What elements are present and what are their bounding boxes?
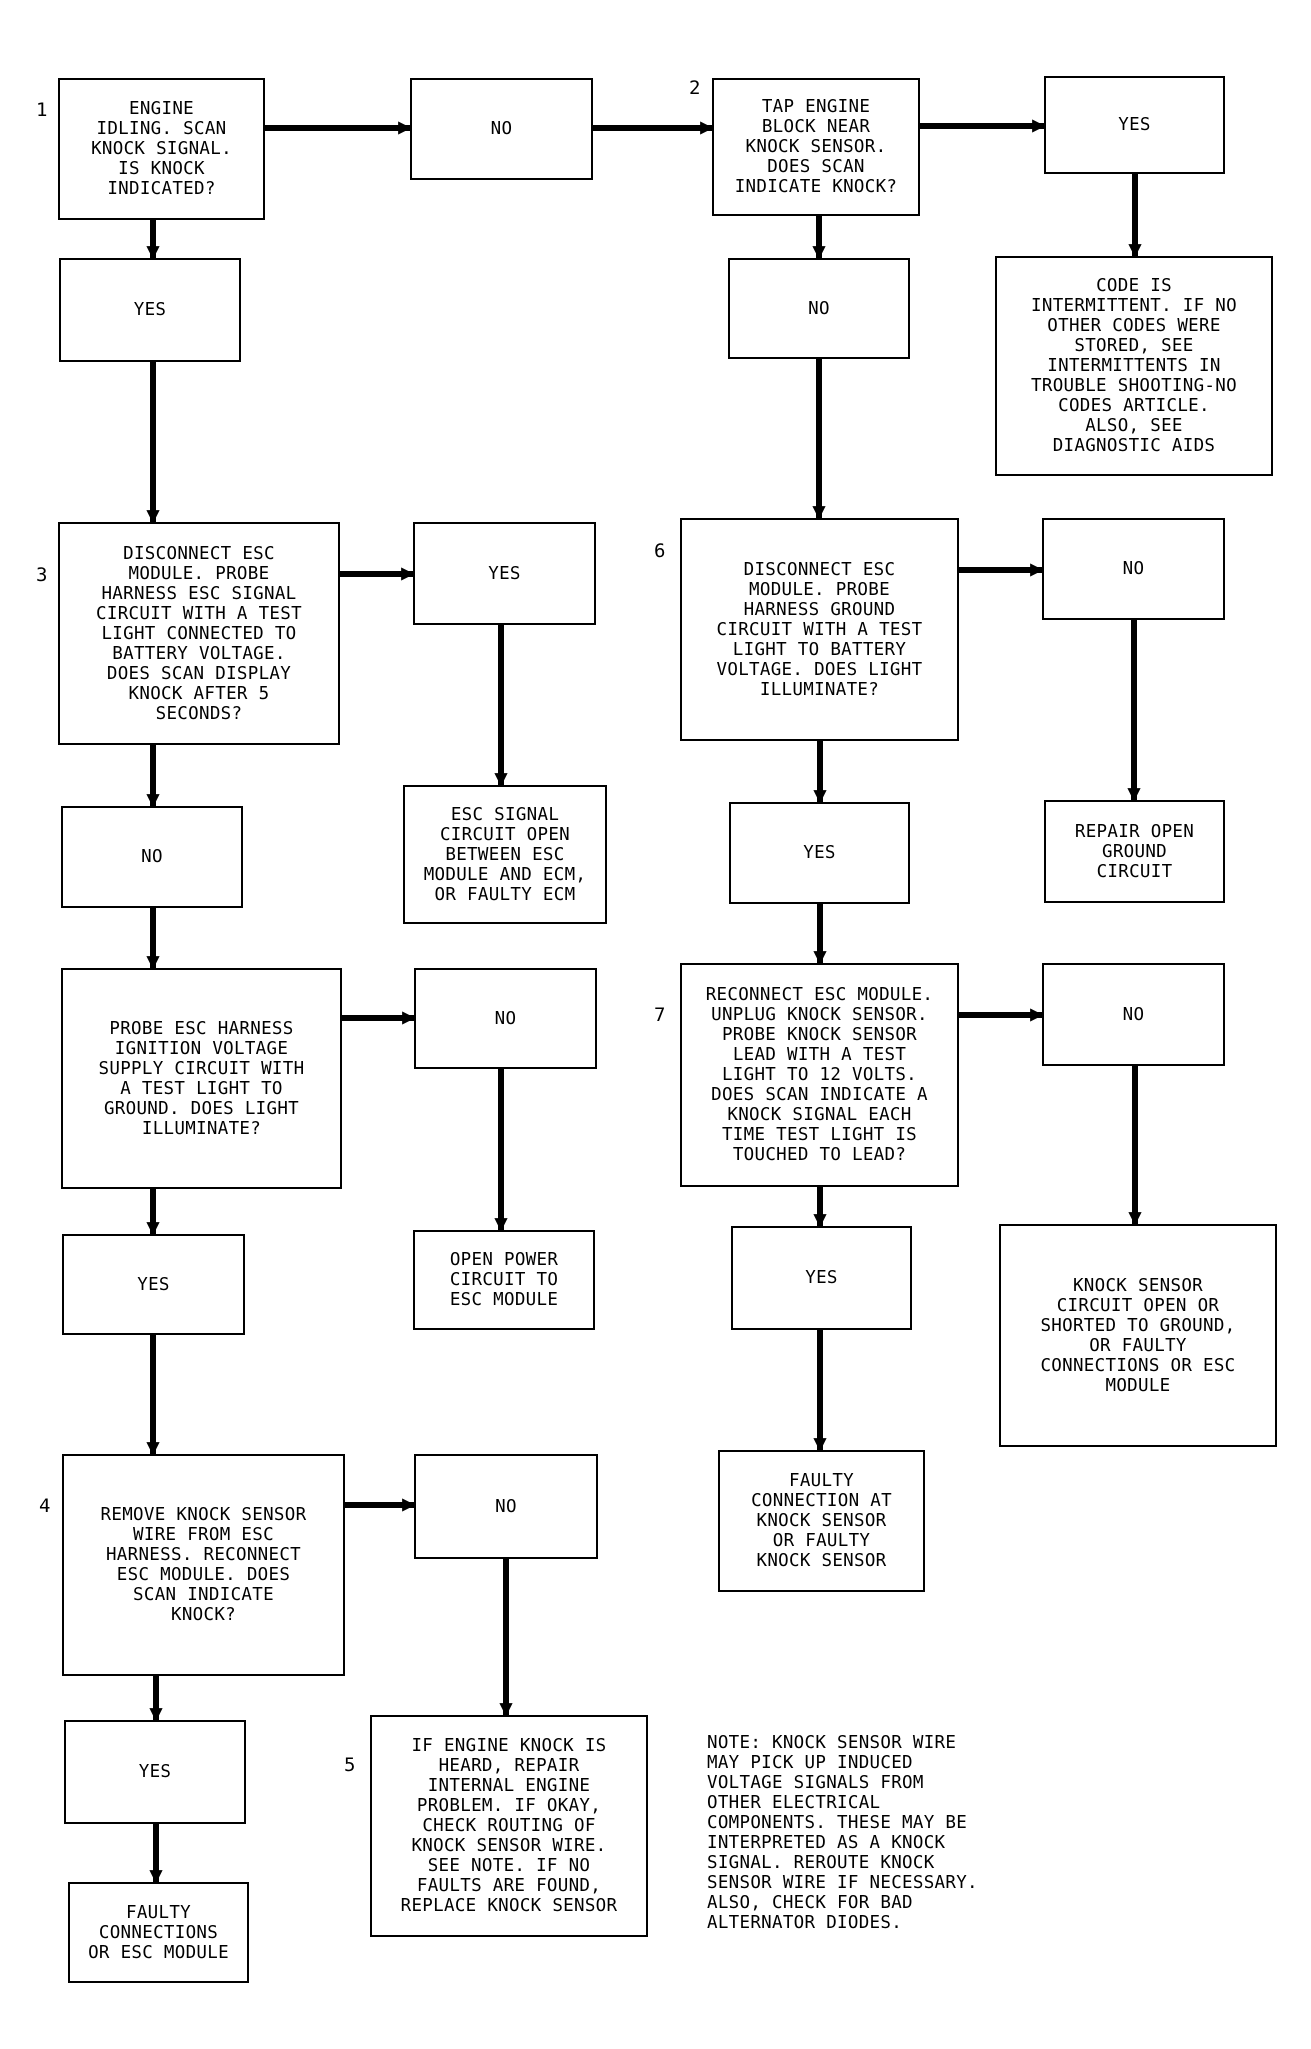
answer-box-s2-yes: YES (1044, 76, 1225, 174)
answer-box-s3-no: NO (61, 806, 243, 908)
answer-box-s7-no: NO (1042, 963, 1225, 1066)
result-box-faulty-sensor: FAULTY CONNECTION AT KNOCK SENSOR OR FAU… (718, 1450, 925, 1592)
answer-box-s3b-yes: YES (62, 1234, 245, 1335)
step-box-5: IF ENGINE KNOCK IS HEARD, REPAIR INTERNA… (370, 1715, 648, 1937)
answer-text-s3b-yes: YES (137, 1274, 170, 1295)
result-box-esc-signal: ESC SIGNAL CIRCUIT OPEN BETWEEN ESC MODU… (403, 785, 607, 924)
step-number-5: 5 (344, 1754, 356, 1776)
step-number-7: 7 (654, 1004, 666, 1026)
step-number-6: 6 (654, 540, 666, 562)
step-number-2: 2 (689, 77, 701, 99)
result-text-open-power: OPEN POWER CIRCUIT TO ESC MODULE (449, 1250, 559, 1310)
step-box-3b: PROBE ESC HARNESS IGNITION VOLTAGE SUPPL… (61, 968, 342, 1189)
step-text-1: ENGINE IDLING. SCAN KNOCK SIGNAL. IS KNO… (91, 99, 232, 199)
result-box-intermittent: CODE IS INTERMITTENT. IF NO OTHER CODES … (995, 256, 1273, 476)
step-box-7: RECONNECT ESC MODULE. UNPLUG KNOCK SENSO… (680, 963, 959, 1187)
answer-text-s4-yes: YES (138, 1762, 172, 1782)
answer-box-s7-yes: YES (731, 1226, 912, 1330)
answer-box-s3-yes: YES (413, 522, 596, 625)
step-text-2: TAP ENGINE BLOCK NEAR KNOCK SENSOR. DOES… (734, 97, 898, 197)
note-text: NOTE: KNOCK SENSOR WIRE MAY PICK UP INDU… (707, 1733, 978, 1933)
result-text-esc-signal: ESC SIGNAL CIRCUIT OPEN BETWEEN ESC MODU… (423, 804, 587, 905)
step-text-4: REMOVE KNOCK SENSOR WIRE FROM ESC HARNES… (100, 1505, 307, 1625)
answer-text-s3b-no: NO (494, 1008, 517, 1029)
step-text-7: RECONNECT ESC MODULE. UNPLUG KNOCK SENSO… (705, 985, 934, 1165)
answer-text-s4-no: NO (495, 1496, 517, 1517)
answer-box-s2-no: NO (728, 258, 910, 359)
result-text-open-ground: REPAIR OPEN GROUND CIRCUIT (1074, 821, 1195, 882)
answer-text-s6-no: NO (1122, 559, 1145, 579)
step-box-2: TAP ENGINE BLOCK NEAR KNOCK SENSOR. DOES… (712, 78, 920, 216)
answer-box-s1-yes: YES (59, 258, 241, 362)
step-box-4: REMOVE KNOCK SENSOR WIRE FROM ESC HARNES… (62, 1454, 345, 1676)
answer-text-s3-no: NO (141, 847, 163, 867)
step-box-3: DISCONNECT ESC MODULE. PROBE HARNESS ESC… (58, 522, 340, 745)
step-text-3b: PROBE ESC HARNESS IGNITION VOLTAGE SUPPL… (98, 1018, 305, 1139)
result-text-knock-circuit: KNOCK SENSOR CIRCUIT OPEN OR SHORTED TO … (1040, 1275, 1236, 1396)
result-text-faulty-esc: FAULTY CONNECTIONS OR ESC MODULE (88, 1902, 229, 1963)
step-box-1: ENGINE IDLING. SCAN KNOCK SIGNAL. IS KNO… (58, 78, 265, 220)
answer-box-s3b-no: NO (414, 968, 597, 1069)
step-text-6: DISCONNECT ESC MODULE. PROBE HARNESS GRO… (716, 559, 923, 700)
answer-text-s1-yes: YES (133, 300, 167, 320)
step-text-5: IF ENGINE KNOCK IS HEARD, REPAIR INTERNA… (400, 1736, 618, 1916)
step-box-6: DISCONNECT ESC MODULE. PROBE HARNESS GRO… (680, 518, 959, 741)
result-box-open-ground: REPAIR OPEN GROUND CIRCUIT (1044, 800, 1225, 903)
result-box-faulty-esc: FAULTY CONNECTIONS OR ESC MODULE (68, 1882, 249, 1983)
answer-text-s7-yes: YES (805, 1268, 838, 1288)
answer-box-s1-no: NO (410, 78, 593, 180)
answer-box-s4-yes: YES (64, 1720, 246, 1824)
step-number-4: 4 (39, 1495, 51, 1517)
answer-text-s2-yes: YES (1118, 115, 1151, 135)
answer-box-s6-yes: YES (729, 802, 910, 904)
result-text-intermittent: CODE IS INTERMITTENT. IF NO OTHER CODES … (1031, 276, 1237, 456)
step-number-3: 3 (36, 564, 48, 586)
step-text-3: DISCONNECT ESC MODULE. PROBE HARNESS ESC… (96, 543, 302, 724)
answer-text-s2-no: NO (808, 298, 830, 319)
result-box-knock-circuit: KNOCK SENSOR CIRCUIT OPEN OR SHORTED TO … (999, 1224, 1277, 1447)
answer-box-s4-no: NO (414, 1454, 598, 1559)
result-box-open-power: OPEN POWER CIRCUIT TO ESC MODULE (413, 1230, 595, 1330)
answer-text-s3-yes: YES (488, 563, 521, 584)
answer-box-s6-no: NO (1042, 518, 1225, 620)
answer-text-s6-yes: YES (803, 843, 836, 863)
answer-text-s7-no: NO (1122, 1004, 1145, 1025)
answer-text-s1-no: NO (490, 119, 513, 139)
result-text-faulty-sensor: FAULTY CONNECTION AT KNOCK SENSOR OR FAU… (751, 1471, 892, 1571)
step-number-1: 1 (36, 99, 48, 121)
